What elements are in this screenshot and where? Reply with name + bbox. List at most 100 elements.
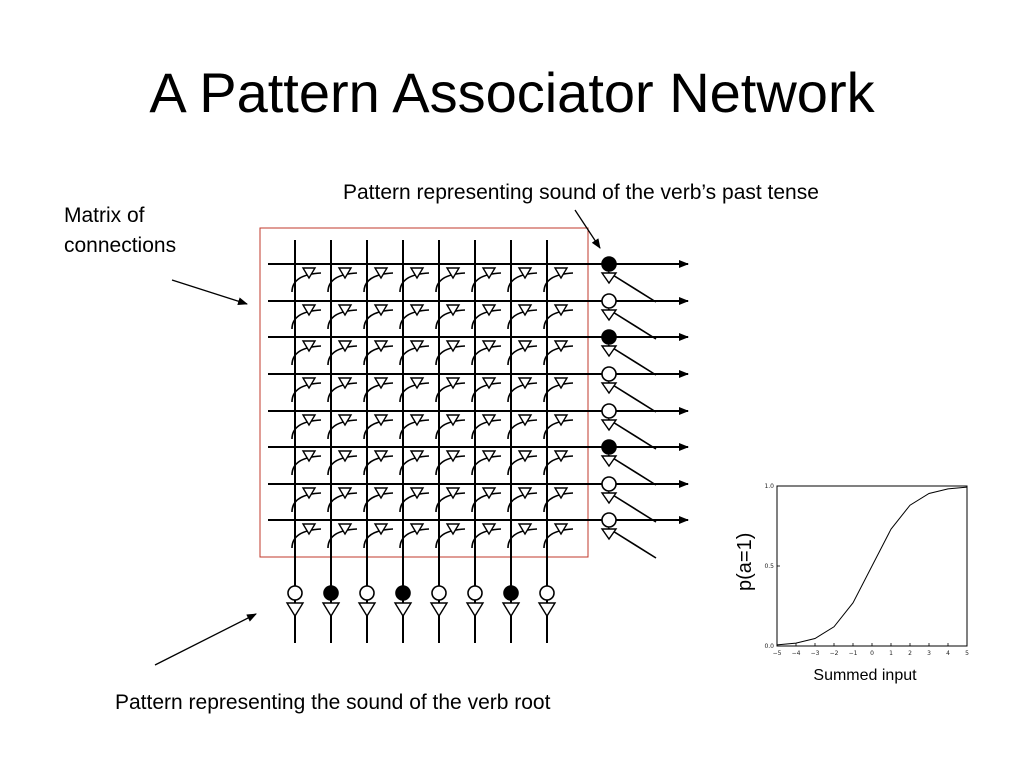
synapse [471, 414, 502, 440]
input-unit-active [393, 585, 413, 618]
synapse [399, 523, 430, 549]
synapse [435, 304, 466, 330]
synapse [291, 304, 322, 330]
output-unit-inactive [600, 403, 618, 432]
synapse [435, 414, 466, 440]
synapse [435, 377, 466, 403]
matrix-pointer-arrow [171, 279, 248, 306]
synapse [435, 450, 466, 476]
sigmoid-curve [776, 486, 968, 646]
synapse [399, 450, 430, 476]
synapse [435, 267, 466, 293]
synapse [363, 304, 394, 330]
x-tick-label: −3 [811, 650, 820, 657]
input-unit-active [321, 585, 341, 618]
synapse [327, 304, 358, 330]
synapse [291, 377, 322, 403]
synapse [327, 377, 358, 403]
output-unit-active [600, 329, 618, 358]
synapse [435, 523, 466, 549]
y-tick-label: 0.5 [764, 563, 774, 570]
input-unit-active [501, 585, 521, 618]
synapse [363, 267, 394, 293]
x-tick-label: 1 [889, 650, 893, 657]
synapse [507, 487, 538, 513]
synapse [543, 450, 574, 476]
synapse [435, 340, 466, 366]
synapse [399, 304, 430, 330]
synapse [543, 304, 574, 330]
input-pattern-label: Pattern representing the sound of the ve… [115, 691, 551, 714]
synapse [399, 487, 430, 513]
synapse [543, 377, 574, 403]
x-tick-label: −4 [792, 650, 801, 657]
matrix-label-line2: connections [64, 234, 177, 257]
input-unit-inactive [285, 585, 305, 618]
synapse [291, 523, 322, 549]
synapse [507, 450, 538, 476]
synapse [327, 414, 358, 440]
synapse [363, 414, 394, 440]
synapse [327, 450, 358, 476]
synapse [291, 267, 322, 293]
synapse [507, 267, 538, 293]
synapse [471, 267, 502, 293]
output-tail-line [607, 527, 657, 559]
synapse [471, 340, 502, 366]
synapse [291, 414, 322, 440]
synapse [507, 377, 538, 403]
input-unit-inactive [465, 585, 485, 618]
synapse [399, 267, 430, 293]
synapse [471, 450, 502, 476]
synapse [435, 487, 466, 513]
synapse [291, 340, 322, 366]
x-tick-label: 5 [965, 650, 969, 657]
synapse [543, 267, 574, 293]
synapse [507, 414, 538, 440]
synapse [291, 450, 322, 476]
input-pointer-arrow [154, 613, 257, 666]
output-unit-inactive [600, 293, 618, 322]
synapse [399, 340, 430, 366]
input-unit-inactive [537, 585, 557, 618]
synapse [399, 377, 430, 403]
x-tick-label: 0 [870, 650, 874, 657]
output-tail-line [607, 418, 657, 450]
synapse [291, 487, 322, 513]
output-tail-line [607, 271, 657, 303]
x-tick-label: 2 [908, 650, 912, 657]
matrix-label-line1: Matrix of [64, 204, 145, 227]
sigmoid-y-axis-label: p(a=1) [734, 532, 756, 591]
sigmoid-x-axis-label: Summed input [813, 667, 917, 684]
synapse [507, 340, 538, 366]
synapse [399, 414, 430, 440]
synapse [543, 340, 574, 366]
synapse [543, 414, 574, 440]
y-tick-label: 0.0 [764, 643, 774, 650]
output-tail-line [607, 308, 657, 340]
output-unit-active [600, 256, 618, 285]
output-tail-line [607, 454, 657, 486]
output-pattern-label: Pattern representing sound of the verb’s… [343, 181, 819, 204]
synapse [507, 523, 538, 549]
output-tail-line [607, 344, 657, 376]
synapse [327, 487, 358, 513]
synapse [363, 523, 394, 549]
output-unit-inactive [600, 512, 618, 541]
synapse [327, 523, 358, 549]
y-tick-label: 1.0 [764, 483, 774, 490]
matrix-label: Matrix of connections [64, 201, 234, 261]
synapse [327, 267, 358, 293]
synapse [471, 304, 502, 330]
synapse [507, 304, 538, 330]
input-unit-inactive [357, 585, 377, 618]
synapse [471, 487, 502, 513]
x-tick-label: −1 [849, 650, 858, 657]
synapse [471, 377, 502, 403]
synapse [363, 377, 394, 403]
connection-matrix-box [259, 227, 589, 558]
output-unit-inactive [600, 366, 618, 395]
synapse [363, 487, 394, 513]
